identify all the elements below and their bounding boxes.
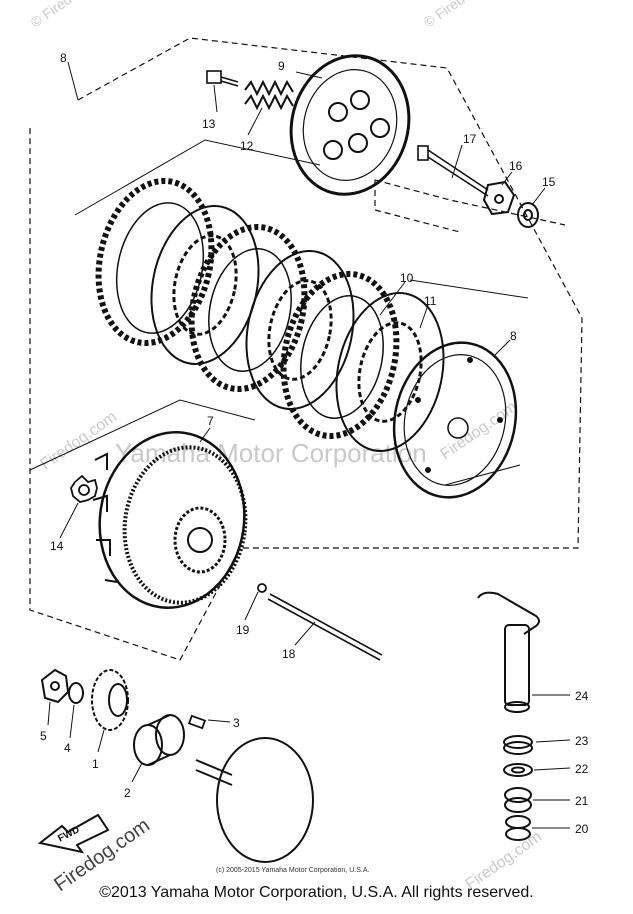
nut-16 — [482, 180, 516, 216]
watermark-top-left: © Firedog — [28, 0, 88, 30]
washer-22 — [503, 763, 533, 777]
callout-4: 4 — [64, 741, 71, 755]
nut-5 — [40, 668, 70, 704]
primary-shaft — [195, 737, 314, 863]
callout-8-top: 8 — [60, 51, 67, 65]
callout-2: 2 — [124, 786, 131, 800]
kick-spring-23 — [503, 735, 533, 755]
ball-19 — [257, 583, 267, 593]
lock-washer-14 — [70, 474, 98, 503]
callout-17: 17 — [463, 132, 477, 146]
spring-12 — [244, 79, 294, 111]
callout-24: 24 — [575, 689, 589, 703]
push-rod-18 — [267, 593, 383, 661]
callout-10: 10 — [400, 271, 414, 285]
bushing-2 — [133, 714, 185, 766]
friction-plate-3 — [280, 270, 400, 440]
callout-14: 14 — [50, 539, 64, 553]
boss-plate-8 — [392, 341, 518, 499]
callout-16: 16 — [509, 159, 523, 173]
bushing-21 — [504, 787, 532, 813]
small-credit: (c) 2005-2015 Yamaha Motor Corporation, … — [216, 867, 369, 874]
watermark-center: Yamaha Motor Corporation — [115, 438, 427, 468]
callout-8-boss: 8 — [510, 329, 517, 343]
kick-shaft-24 — [477, 591, 540, 713]
washer-15 — [517, 202, 539, 228]
pressure-plate-9 — [289, 54, 411, 196]
callout-7: 7 — [207, 414, 214, 428]
steel-plate-3 — [335, 292, 445, 452]
screw-13 — [206, 70, 239, 87]
plate-pack-frame — [29, 139, 529, 486]
leader-lines — [47, 61, 571, 829]
callout-21: 21 — [575, 794, 589, 808]
callout-13: 13 — [202, 117, 216, 131]
assembly-outline — [29, 37, 583, 661]
copyright-notice: ©2013 Yamaha Motor Corporation, U.S.A. A… — [99, 884, 534, 901]
clutch-housing-7 — [92, 431, 248, 609]
watermark-top-right: © Firedog — [421, 0, 481, 30]
callout-numbers: 1 2 3 4 5 7 8 8 9 10 11 12 13 14 15 16 1… — [40, 51, 589, 836]
steel-plate-2 — [245, 250, 355, 410]
key-3 — [187, 714, 207, 730]
callout-1: 1 — [92, 757, 99, 771]
callout-9: 9 — [278, 59, 285, 73]
callout-15: 15 — [542, 175, 556, 189]
collar-20 — [505, 815, 531, 841]
friction-plate-2 — [188, 223, 308, 393]
callout-3: 3 — [233, 716, 240, 730]
steel-plate-1 — [150, 205, 260, 365]
callout-19: 19 — [236, 623, 250, 637]
callout-18: 18 — [282, 647, 296, 661]
callout-11: 11 — [424, 294, 437, 308]
washer-4 — [68, 682, 84, 704]
push-rod-17 — [417, 145, 489, 197]
callout-5: 5 — [40, 729, 47, 743]
callout-23: 23 — [575, 734, 589, 748]
callout-22: 22 — [575, 762, 589, 776]
clutch-plates — [95, 177, 518, 499]
callout-20: 20 — [575, 822, 589, 836]
callout-12: 12 — [240, 139, 254, 153]
drive-gear-1 — [91, 669, 129, 731]
